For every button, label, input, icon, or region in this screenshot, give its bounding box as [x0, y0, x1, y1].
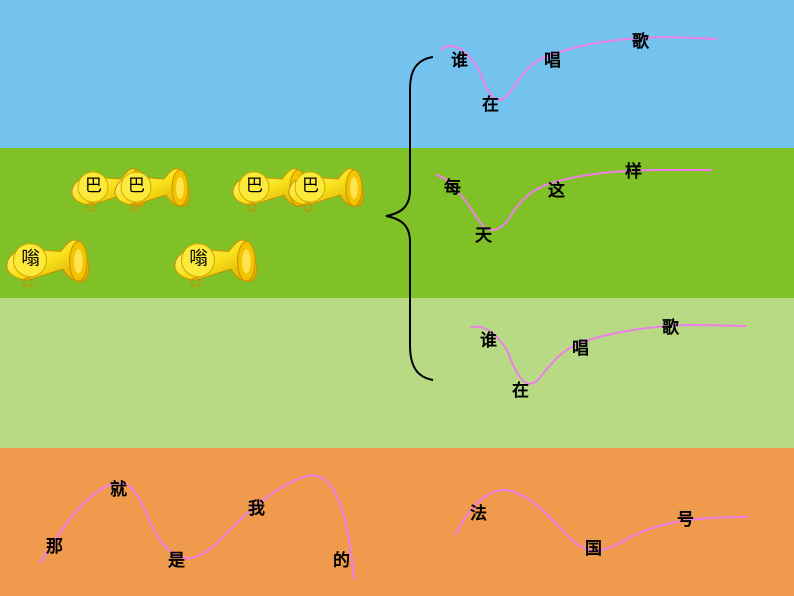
- lyric-4-1: 那: [46, 537, 63, 557]
- horn-syllable: 巴: [128, 176, 145, 196]
- horn-6: 嗡: [174, 239, 258, 288]
- horn-syllable: 巴: [302, 176, 319, 196]
- curly-brace: [385, 56, 434, 381]
- horn-2: 巴: [114, 168, 190, 212]
- horn-1: 巴: [71, 168, 147, 212]
- lyric-1-1: 谁: [451, 50, 468, 71]
- lyric-5-2: 国: [585, 539, 602, 559]
- lyric-3-2: 在: [512, 380, 529, 401]
- lyric-5-1: 法: [470, 503, 487, 524]
- lyric-4-5: 的: [333, 550, 350, 571]
- lyric-2-1: 每: [444, 177, 461, 198]
- melody-line-1: [439, 36, 718, 102]
- melody-line-5: [454, 488, 749, 552]
- lyric-2-4: 样: [625, 161, 642, 182]
- lyric-3-3: 唱: [572, 339, 589, 359]
- orange-band: [0, 448, 794, 596]
- horn-syllable: 嗡: [189, 249, 208, 270]
- lyric-3-1: 谁: [480, 330, 497, 351]
- light-green-band: [0, 298, 794, 448]
- horn-syllable: 巴: [85, 176, 102, 196]
- horn-syllable: 巴: [246, 176, 263, 196]
- lyric-2-2: 天: [475, 226, 493, 246]
- lyric-4-3: 是: [168, 551, 185, 571]
- lyric-4-2: 就: [110, 479, 127, 500]
- melody-line-2: [435, 169, 712, 231]
- lyric-1-2: 在: [482, 94, 499, 115]
- lyric-2-3: 这: [548, 180, 565, 201]
- sky-band: [0, 0, 794, 148]
- lyric-4-4: 我: [248, 499, 265, 519]
- lyric-1-4: 歌: [632, 31, 650, 52]
- horn-syllable: 嗡: [21, 249, 40, 270]
- horn-3: 巴: [232, 168, 308, 212]
- lyric-3-4: 歌: [662, 317, 680, 338]
- melody-line-3: [469, 323, 747, 385]
- lyric-1-3: 唱: [544, 51, 561, 71]
- horn-5: 嗡: [6, 239, 90, 288]
- horn-4: 巴: [288, 168, 364, 212]
- melody-line-4: [39, 474, 355, 581]
- lyric-5-3: 号: [677, 510, 694, 530]
